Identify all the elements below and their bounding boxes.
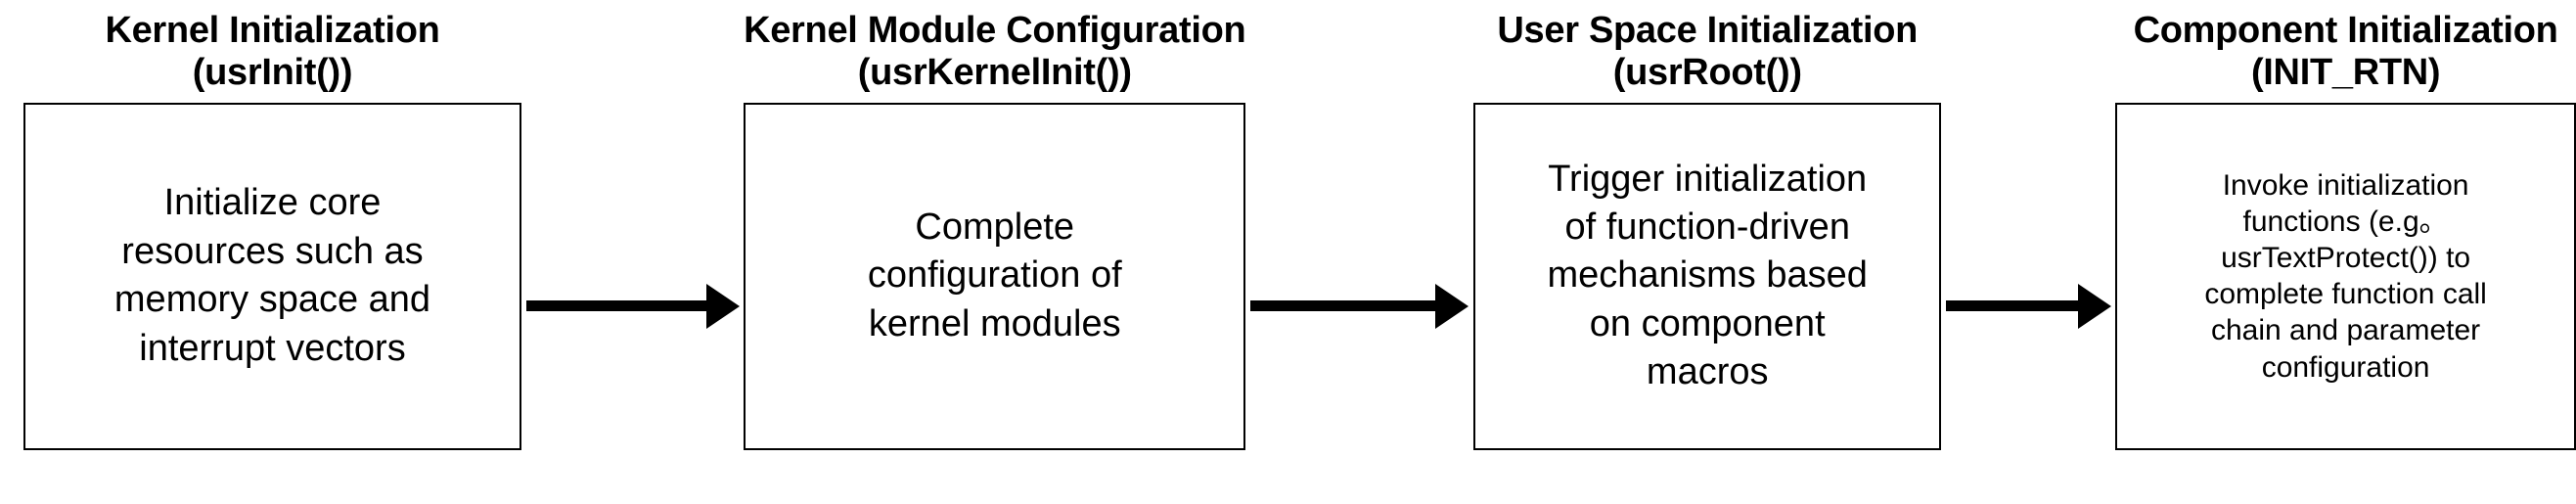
stage-2-header: Kernel Module Configuration (usrKernelIn… — [744, 0, 1246, 103]
stage-3-line-1: Trigger initialization — [1548, 158, 1868, 200]
stage-2-header-subtitle: (usrKernelInit()) — [857, 52, 1132, 94]
connector-1 — [521, 0, 744, 504]
stage-1-header-subtitle: (usrInit()) — [192, 52, 353, 94]
arrow-shaft — [1250, 300, 1437, 311]
stage-3-line-2: of function-driven — [1564, 206, 1850, 249]
stage-3-line-3: mechanisms based — [1547, 254, 1868, 297]
stage-1-line-4: interrupt vectors — [139, 327, 406, 369]
stage-4-line-5: chain and parameter — [2211, 314, 2481, 347]
arrow-head — [2077, 283, 2111, 329]
stage-2-header-title: Kernel Module Configuration — [744, 10, 1246, 51]
stage-2-line-1: Complete — [915, 206, 1075, 249]
stage-1-header-title: Kernel Initialization — [105, 10, 440, 51]
arrow-stage3-to-stage4-icon — [1945, 283, 2111, 329]
arrow-shaft — [1945, 300, 2079, 311]
stage-4-line-2: functions (e.g。 — [2242, 205, 2449, 238]
stage-kernel-module-configuration: Kernel Module Configuration (usrKernelIn… — [744, 0, 1246, 450]
stage-1-box: Initialize core resources such as memory… — [23, 102, 521, 450]
stage-1-line-3: memory space and — [113, 279, 431, 321]
arrow-head — [1435, 283, 1469, 329]
stage-3-header-title: User Space Initialization — [1497, 10, 1919, 51]
stage-4-header-subtitle: (INIT_RTN) — [2250, 52, 2441, 94]
stage-2-line-2: configuration of — [867, 254, 1122, 297]
stage-4-line-4: complete function call — [2204, 278, 2487, 311]
stage-3-box-text: Trigger initialization of function-drive… — [1548, 156, 1868, 397]
arrow-head — [705, 283, 740, 329]
arrow-shaft — [525, 300, 707, 311]
stage-3-header: User Space Initialization (usrRoot()) — [1473, 0, 1941, 103]
stage-2-box-text: Complete configuration of kernel modules — [868, 204, 1122, 348]
stage-2-box: Complete configuration of kernel modules — [744, 102, 1246, 450]
connector-3 — [1941, 0, 2115, 504]
stage-1-header: Kernel Initialization (usrInit()) — [23, 0, 521, 103]
stage-component-initialization: Component Initialization (INIT_RTN) Invo… — [2115, 0, 2576, 450]
stage-user-space-initialization: User Space Initialization (usrRoot()) Tr… — [1473, 0, 1942, 450]
stage-3-line-5: macros — [1646, 351, 1769, 393]
stage-2-line-3: kernel modules — [868, 302, 1121, 344]
stage-3-header-subtitle: (usrRoot()) — [1612, 52, 1802, 94]
stage-4-line-3: usrTextProtect()) to — [2221, 241, 2471, 274]
arrow-stage1-to-stage2-icon — [525, 283, 740, 329]
stage-4-header: Component Initialization (INIT_RTN) — [2115, 0, 2576, 103]
stage-4-line-1: Invoke initialization — [2222, 168, 2469, 202]
stage-kernel-initialization: Kernel Initialization (usrInit()) Initia… — [23, 0, 521, 450]
connector-2 — [1245, 0, 1473, 504]
stage-3-box: Trigger initialization of function-drive… — [1473, 102, 1942, 450]
stage-1-line-2: resources such as — [121, 230, 424, 272]
stage-4-line-6: configuration — [2261, 350, 2430, 384]
stage-4-header-title: Component Initialization — [2133, 10, 2558, 51]
arrow-stage2-to-stage3-icon — [1250, 283, 1469, 329]
stage-4-box: Invoke initialization functions (e.g。 us… — [2115, 102, 2576, 450]
stage-3-line-4: on component — [1589, 302, 1826, 344]
stage-4-box-text: Invoke initialization functions (e.g。 us… — [2204, 167, 2487, 386]
stage-1-line-1: Initialize core — [163, 182, 382, 224]
stage-1-box-text: Initialize core resources such as memory… — [114, 179, 430, 373]
